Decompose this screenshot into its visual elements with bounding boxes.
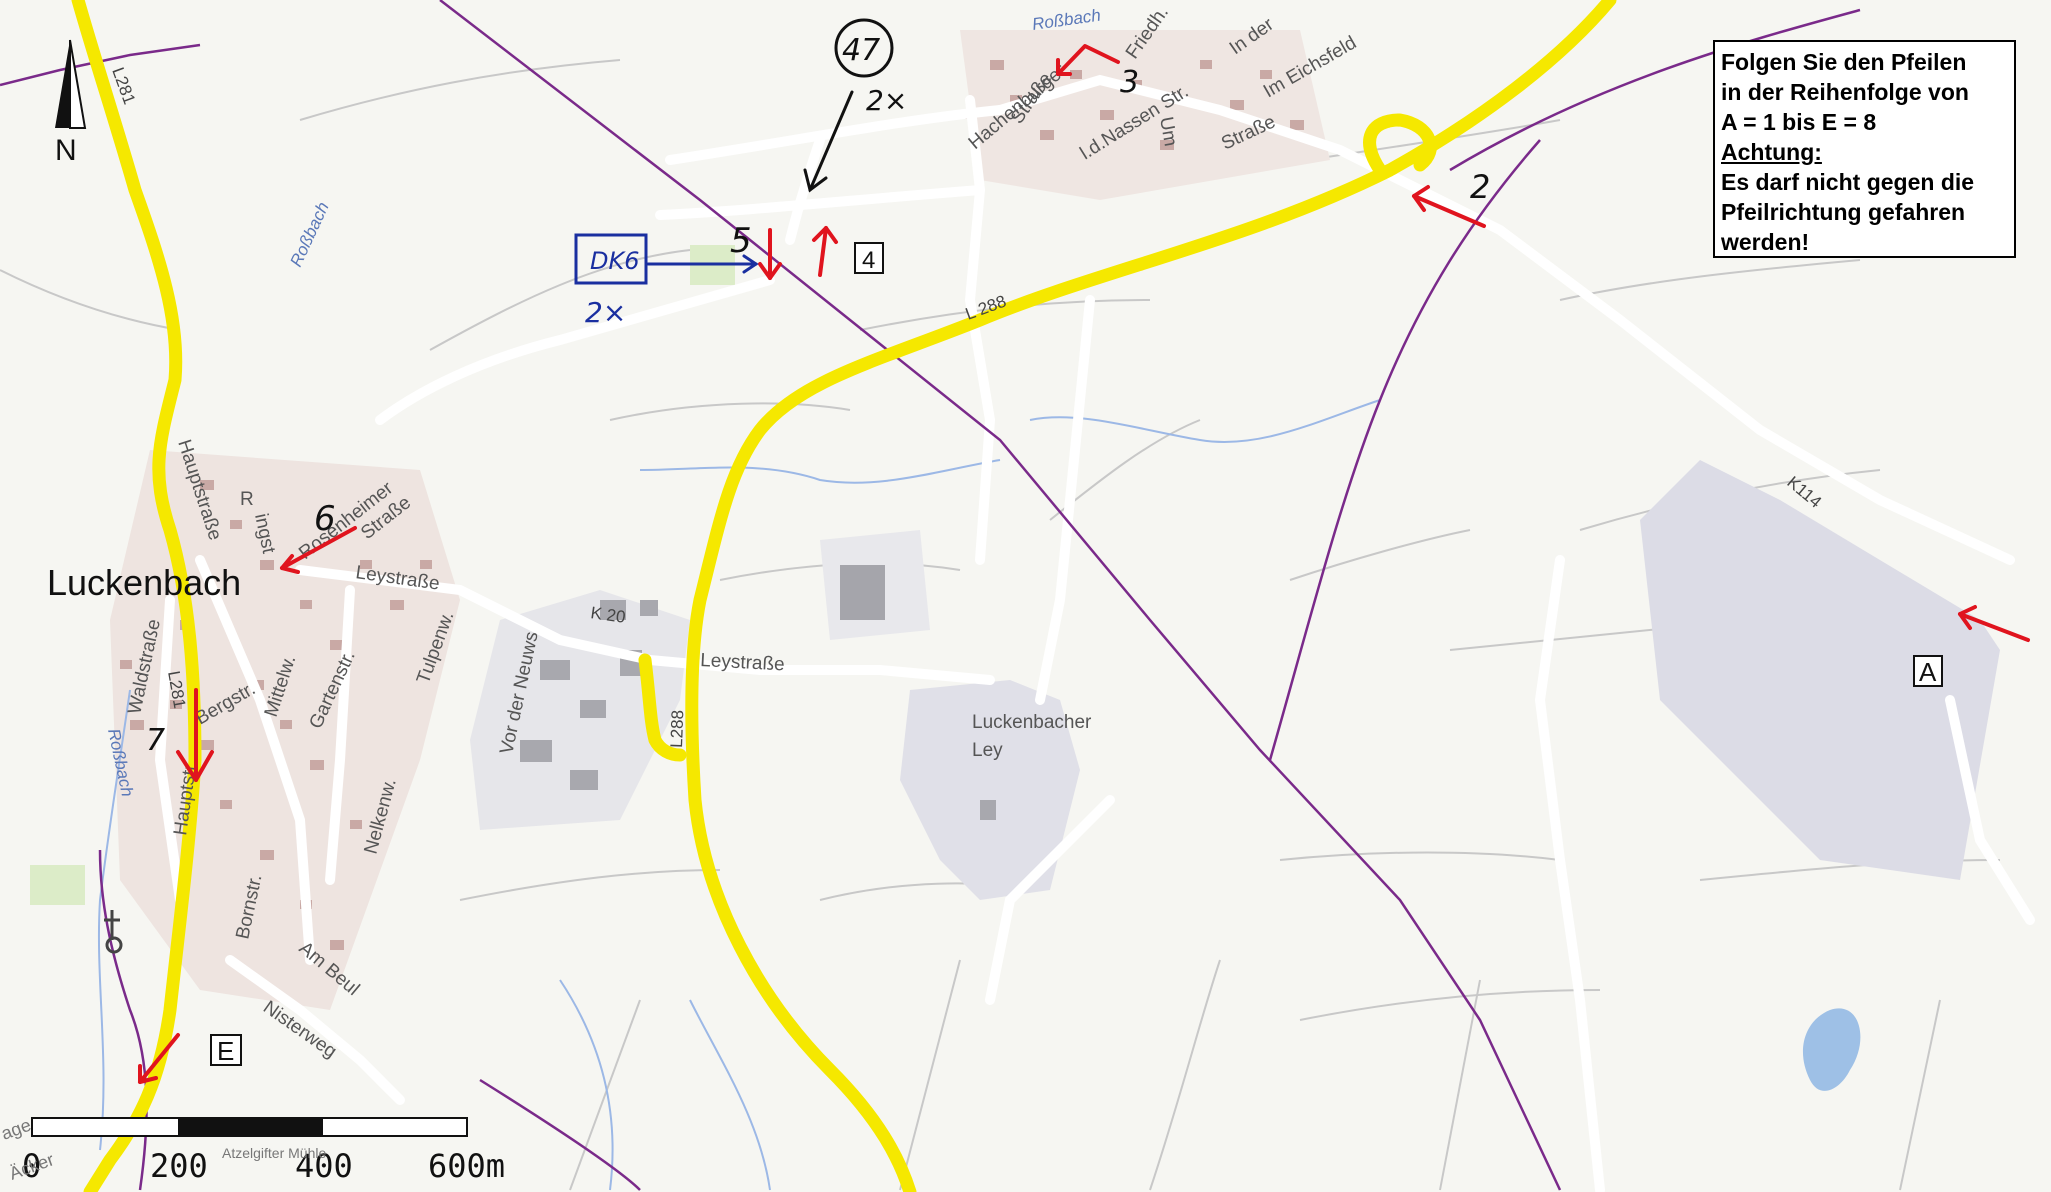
- north-arrow: N: [55, 39, 87, 167]
- route-arrows: [138, 44, 2030, 1084]
- scale-tick-600: 600m: [428, 1147, 505, 1185]
- building-large: [840, 565, 885, 620]
- scale-tick-400: 400: [295, 1147, 353, 1185]
- marker-a: A: [1919, 657, 1937, 687]
- scale-tick-200: 200: [150, 1147, 208, 1185]
- route-arrow-a: [1958, 605, 2030, 642]
- road-k20-spur: [638, 653, 687, 762]
- instruction-line-7: werden!: [1721, 229, 1810, 255]
- scale-tick-0: 0: [22, 1147, 41, 1185]
- hand-2x-1: 2×: [866, 84, 907, 117]
- instruction-line-6: Pfeilrichtung gefahren: [1721, 199, 1966, 225]
- scale-bar: 0 200 400 600m: [22, 1117, 505, 1185]
- route-arrow-e: [138, 1033, 180, 1084]
- route-arrow-2: [1412, 185, 1486, 228]
- handwritten-annotations: 47 2× DK6 2× 2 3 5 6 7: [146, 18, 1490, 758]
- marker-e: E: [217, 1036, 234, 1066]
- blue-pointer-arrow: [646, 254, 759, 274]
- label-ley: Ley: [972, 740, 1003, 761]
- road-l288-loop: [1363, 113, 1437, 177]
- label-r-small: R: [240, 489, 254, 510]
- route-arrow-7: [176, 688, 214, 782]
- box-dk6: [574, 233, 648, 285]
- route-arrow-3: [1056, 44, 1120, 76]
- instruction-line-2: in der Reihenfolge von: [1721, 79, 1969, 105]
- instruction-warning-heading: Achtung:: [1721, 139, 1822, 165]
- black-pointer-arrow: [803, 90, 854, 193]
- circle-47: [834, 18, 894, 78]
- area-village-north: [960, 30, 1330, 200]
- marker-e-box: [210, 1034, 242, 1066]
- hand-7: 7: [146, 723, 165, 758]
- green-patch: [30, 865, 85, 905]
- hand-47: 47: [842, 33, 880, 68]
- marker-4-box: [854, 242, 884, 274]
- route-arrow-4-up: [812, 226, 838, 277]
- road-l288: [685, 0, 1617, 1192]
- label-muehle: Atzelgifter Mühle: [222, 1145, 326, 1161]
- instruction-box: Folgen Sie den Pfeilen in der Reihenfolg…: [1713, 40, 2016, 258]
- instruction-line-5: Es darf nicht gegen die: [1721, 169, 1975, 195]
- pond: [1802, 1008, 1861, 1091]
- main-roads: [71, 0, 1617, 1192]
- north-letter: N: [55, 134, 77, 167]
- church-symbol: [104, 910, 123, 954]
- hand-5: 5: [730, 221, 752, 261]
- label-um: Um: [1155, 115, 1181, 148]
- hand-2: 2: [1470, 168, 1490, 206]
- label-luckenbacher: Luckenbacher: [972, 712, 1092, 733]
- hand-dk6: DK6: [590, 247, 640, 275]
- buildings: [120, 60, 1304, 950]
- road-l281: [71, 0, 202, 1192]
- instruction-line-3: A = 1 bis E = 8: [1721, 109, 1877, 135]
- marker-4: 4: [862, 247, 875, 274]
- area-village-luckenbach: [110, 450, 460, 1010]
- route-arrow-6: [280, 526, 357, 574]
- route-arrow-5: [758, 228, 782, 280]
- instruction-line-1: Folgen Sie den Pfeilen: [1721, 49, 1967, 75]
- hand-2x-2: 2×: [585, 296, 626, 329]
- north-arrow-right-half: [69, 39, 87, 129]
- town-name: Luckenbach: [47, 562, 241, 603]
- north-arrow-left-half: [55, 40, 70, 128]
- marker-a-box: [1913, 655, 1943, 687]
- boxed-markers: A E 4: [210, 242, 1943, 1066]
- hand-6: 6: [314, 499, 336, 539]
- hand-3: 3: [1120, 65, 1139, 100]
- label-k20: K 20: [589, 603, 626, 627]
- scale-bar-dark-segment: [178, 1118, 323, 1136]
- area-east-industrial: [1640, 460, 2000, 880]
- label-leystrasse-2: Leystraße: [700, 650, 785, 675]
- area-luckenbacher-ley: [900, 680, 1080, 900]
- label-l288-b: L288: [667, 710, 687, 748]
